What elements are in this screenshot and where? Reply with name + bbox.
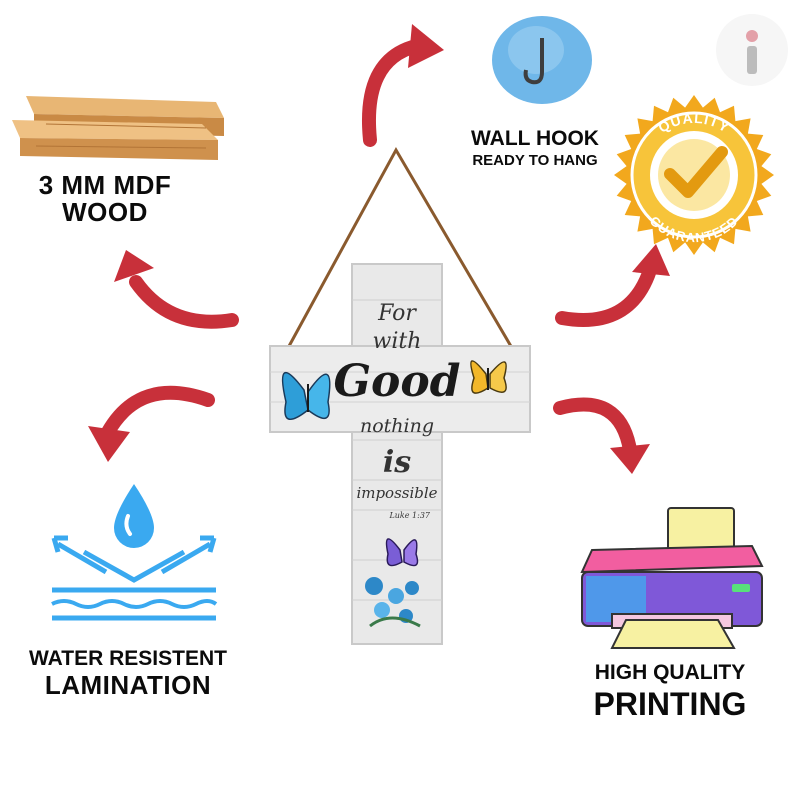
arrowhead-hook [408,24,444,68]
hook-line2: READY TO HANG [472,152,598,170]
mdf-label: 3 MM MDF WOOD [0,170,210,228]
arrowhead-printing [610,444,650,474]
hook-label: WALL HOOK READY TO HANG [455,127,615,170]
cross-plaque: For with Good nothing is impossible Luke… [269,146,531,645]
arrow-to-mdf [129,275,239,329]
verse-word-1: For [377,301,417,326]
verse-word-5: is [383,445,411,480]
blue-butterfly-icon [281,371,331,420]
arrowhead-quality [632,244,670,276]
arrow-to-printing [553,397,637,457]
water-line2: LAMINATION [44,670,212,701]
printing-line2: PRINTING [593,686,747,723]
brand-i-icon [746,30,758,74]
water-drop-icon [51,484,218,621]
printer-icon [580,507,764,649]
arrow-to-water [101,385,215,439]
water-line1: WATER RESISTENT [29,647,227,670]
yellow-butterfly-icon [470,360,507,394]
arrow-to-quality [555,263,657,327]
printing-line1: HIGH QUALITY [594,661,746,684]
quality-badge-icon: QUALITY GUARANTEED [614,95,774,255]
purple-butterfly-icon [385,538,419,567]
printing-label: HIGH QUALITY PRINTING [570,661,770,723]
arrowhead-mdf [114,250,154,282]
blue-flowers-icon [365,577,421,628]
wall-hook-icon [492,16,592,104]
hook-line1: WALL HOOK [471,127,599,150]
verse-word-4: nothing [360,415,434,437]
mdf-line2: WOOD [62,197,148,228]
verse-word-6: impossible [356,484,437,502]
arrow-to-hook [362,39,423,147]
verse-word-3: Good [333,356,460,407]
brand-logo [716,14,788,86]
wood-planks-icon [12,96,224,160]
mdf-line1: 3 MM MDF [38,170,172,200]
verse-word-2: with [373,329,422,354]
arrowhead-water [88,426,130,462]
water-label: WATER RESISTENT LAMINATION [20,647,236,701]
verse-reference: Luke 1:37 [388,511,430,520]
